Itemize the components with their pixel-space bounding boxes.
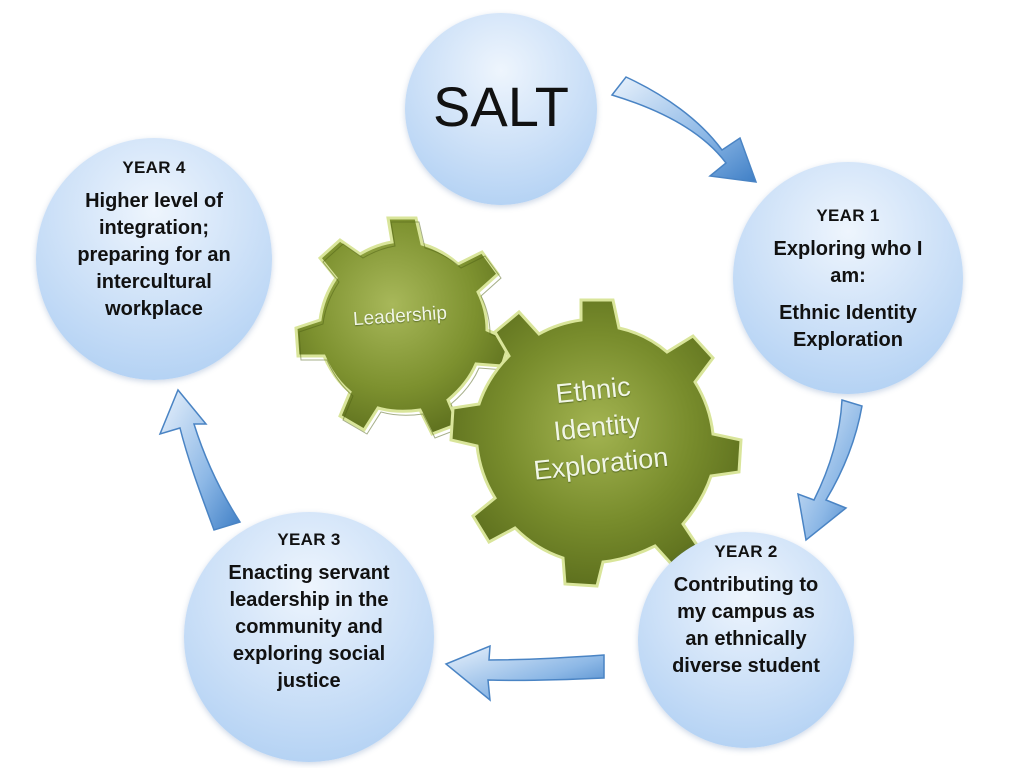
year4-circle: YEAR 4 Higher level of integration; prep… (36, 138, 272, 380)
arrow-salt-to-year1 (610, 76, 758, 183)
arrow-year3-to-year4 (158, 388, 242, 531)
arrow-year1-to-year2 (797, 399, 863, 542)
salt-title: SALT (433, 74, 569, 138)
year3-circle: YEAR 3 Enacting servant leadership in th… (184, 512, 434, 762)
year2-label: YEAR 2 (714, 542, 778, 561)
year1-label: YEAR 1 (816, 206, 880, 225)
gear-small (294, 216, 514, 439)
gear-large-label: Ethnic Identity Exploration (517, 364, 678, 490)
year3-description: Enacting servant leadership in the commu… (228, 562, 390, 692)
year2-description: Contributing to my campus as an ethnical… (672, 574, 820, 677)
arrow-year2-to-year3 (444, 644, 605, 702)
salt-circle: SALT (405, 13, 597, 205)
year1-description: Exploring who I am: (773, 238, 923, 287)
year4-label: YEAR 4 (122, 158, 186, 177)
year1-subdescription: Ethnic Identity Exploration (779, 302, 917, 351)
gear-large (449, 298, 743, 588)
year3-label: YEAR 3 (277, 530, 341, 549)
year2-circle: YEAR 2 Contributing to my campus as an e… (638, 532, 854, 748)
year1-circle: YEAR 1 Exploring who I am: Ethnic Identi… (733, 162, 963, 394)
year4-description: Higher level of integration; preparing f… (77, 190, 231, 320)
